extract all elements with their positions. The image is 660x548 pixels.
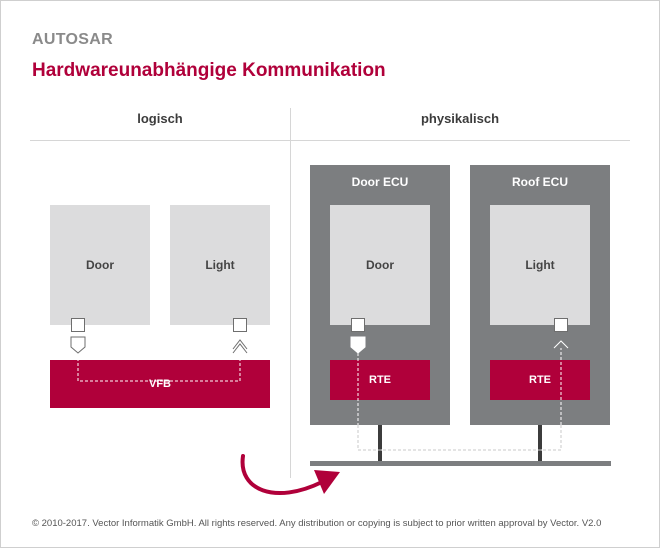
copyright-footer: © 2010-2017. Vector Informatik GmbH. All… <box>32 518 602 529</box>
door-ecu-bus-stub <box>378 425 382 463</box>
door-ecu-label: Door ECU <box>351 175 409 189</box>
column-divider <box>290 108 291 478</box>
can-bus <box>310 461 611 466</box>
column-header-physical: physikalisch <box>420 111 500 126</box>
logical-door-port <box>71 318 85 332</box>
physical-light-label: Light <box>525 258 555 272</box>
physical-light-port <box>554 318 568 332</box>
logical-light-label: Light <box>205 258 235 272</box>
logical-door-component: Door <box>50 205 150 325</box>
vfb-bar: VFB <box>50 360 270 408</box>
header-divider <box>30 140 630 141</box>
roof-ecu-label: Roof ECU <box>512 175 568 189</box>
door-ecu-rte: RTE <box>330 360 430 400</box>
column-header-logical: logisch <box>137 111 183 126</box>
logical-light-port <box>233 318 247 332</box>
physical-door-component: Door <box>330 205 430 325</box>
page-title: Hardwareunabhängige Kommunikation <box>32 60 386 81</box>
physical-door-label: Door <box>366 258 394 272</box>
roof-ecu-bus-stub <box>538 425 542 463</box>
roof-ecu-rte: RTE <box>490 360 590 400</box>
physical-light-component: Light <box>490 205 590 325</box>
logical-light-component: Light <box>170 205 270 325</box>
physical-door-port <box>351 318 365 332</box>
roof-ecu-rte-label: RTE <box>529 374 551 386</box>
vfb-label: VFB <box>149 378 171 390</box>
logical-door-label: Door <box>86 258 114 272</box>
brand-label: AUTOSAR <box>32 31 113 48</box>
door-ecu-rte-label: RTE <box>369 374 391 386</box>
